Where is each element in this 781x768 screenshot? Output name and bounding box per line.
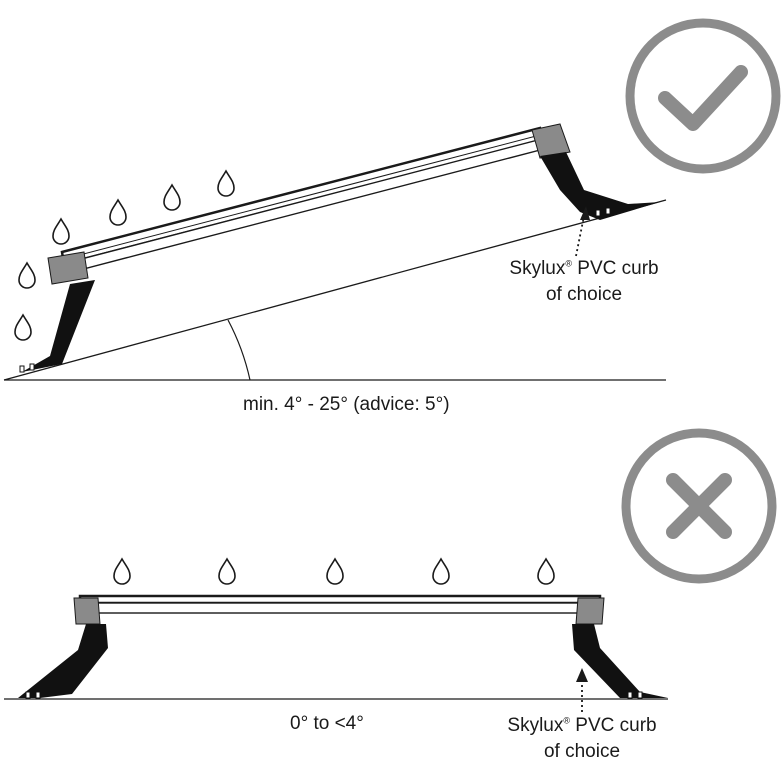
top-diagram: [3, 18, 781, 381]
rain-drop-icon: [18, 262, 36, 289]
cross-circle-icon: [621, 428, 777, 584]
rain-drop-icon: [326, 558, 344, 585]
roof-slope-line: [3, 199, 667, 381]
skylight-panel: [60, 126, 545, 273]
left-curb: [19, 251, 95, 373]
rain-drop-icon: [432, 558, 450, 585]
rain-drop-icon: [163, 184, 181, 211]
bottom-diagram: [4, 428, 777, 712]
top-curb-label: Skylux® PVC curb of choice: [509, 258, 659, 305]
left-curb: [18, 597, 108, 699]
bottom-curb-label: Skylux® PVC curb of choice: [507, 715, 657, 762]
rain-drop-icon: [14, 314, 32, 341]
right-curb: [531, 123, 660, 220]
right-curb: [572, 597, 668, 699]
rain-drop-icon: [537, 558, 555, 585]
rain-drop-icon: [217, 170, 235, 197]
rain-drop-icon: [109, 199, 127, 226]
rain-drop-icon: [52, 218, 70, 245]
angle-arc: [227, 319, 251, 381]
top-angle-label: min. 4° - 25° (advice: 5°): [243, 394, 450, 415]
rain-drops: [113, 558, 555, 585]
check-circle-icon: [625, 18, 781, 174]
rain-drop-icon: [113, 558, 131, 585]
rain-drop-icon: [218, 558, 236, 585]
curb-pointer-arrow: [576, 668, 588, 712]
curb-pointer-arrow: [575, 206, 590, 257]
skylight-panel: [78, 594, 602, 614]
bottom-angle-label: 0° to <4°: [290, 713, 364, 734]
